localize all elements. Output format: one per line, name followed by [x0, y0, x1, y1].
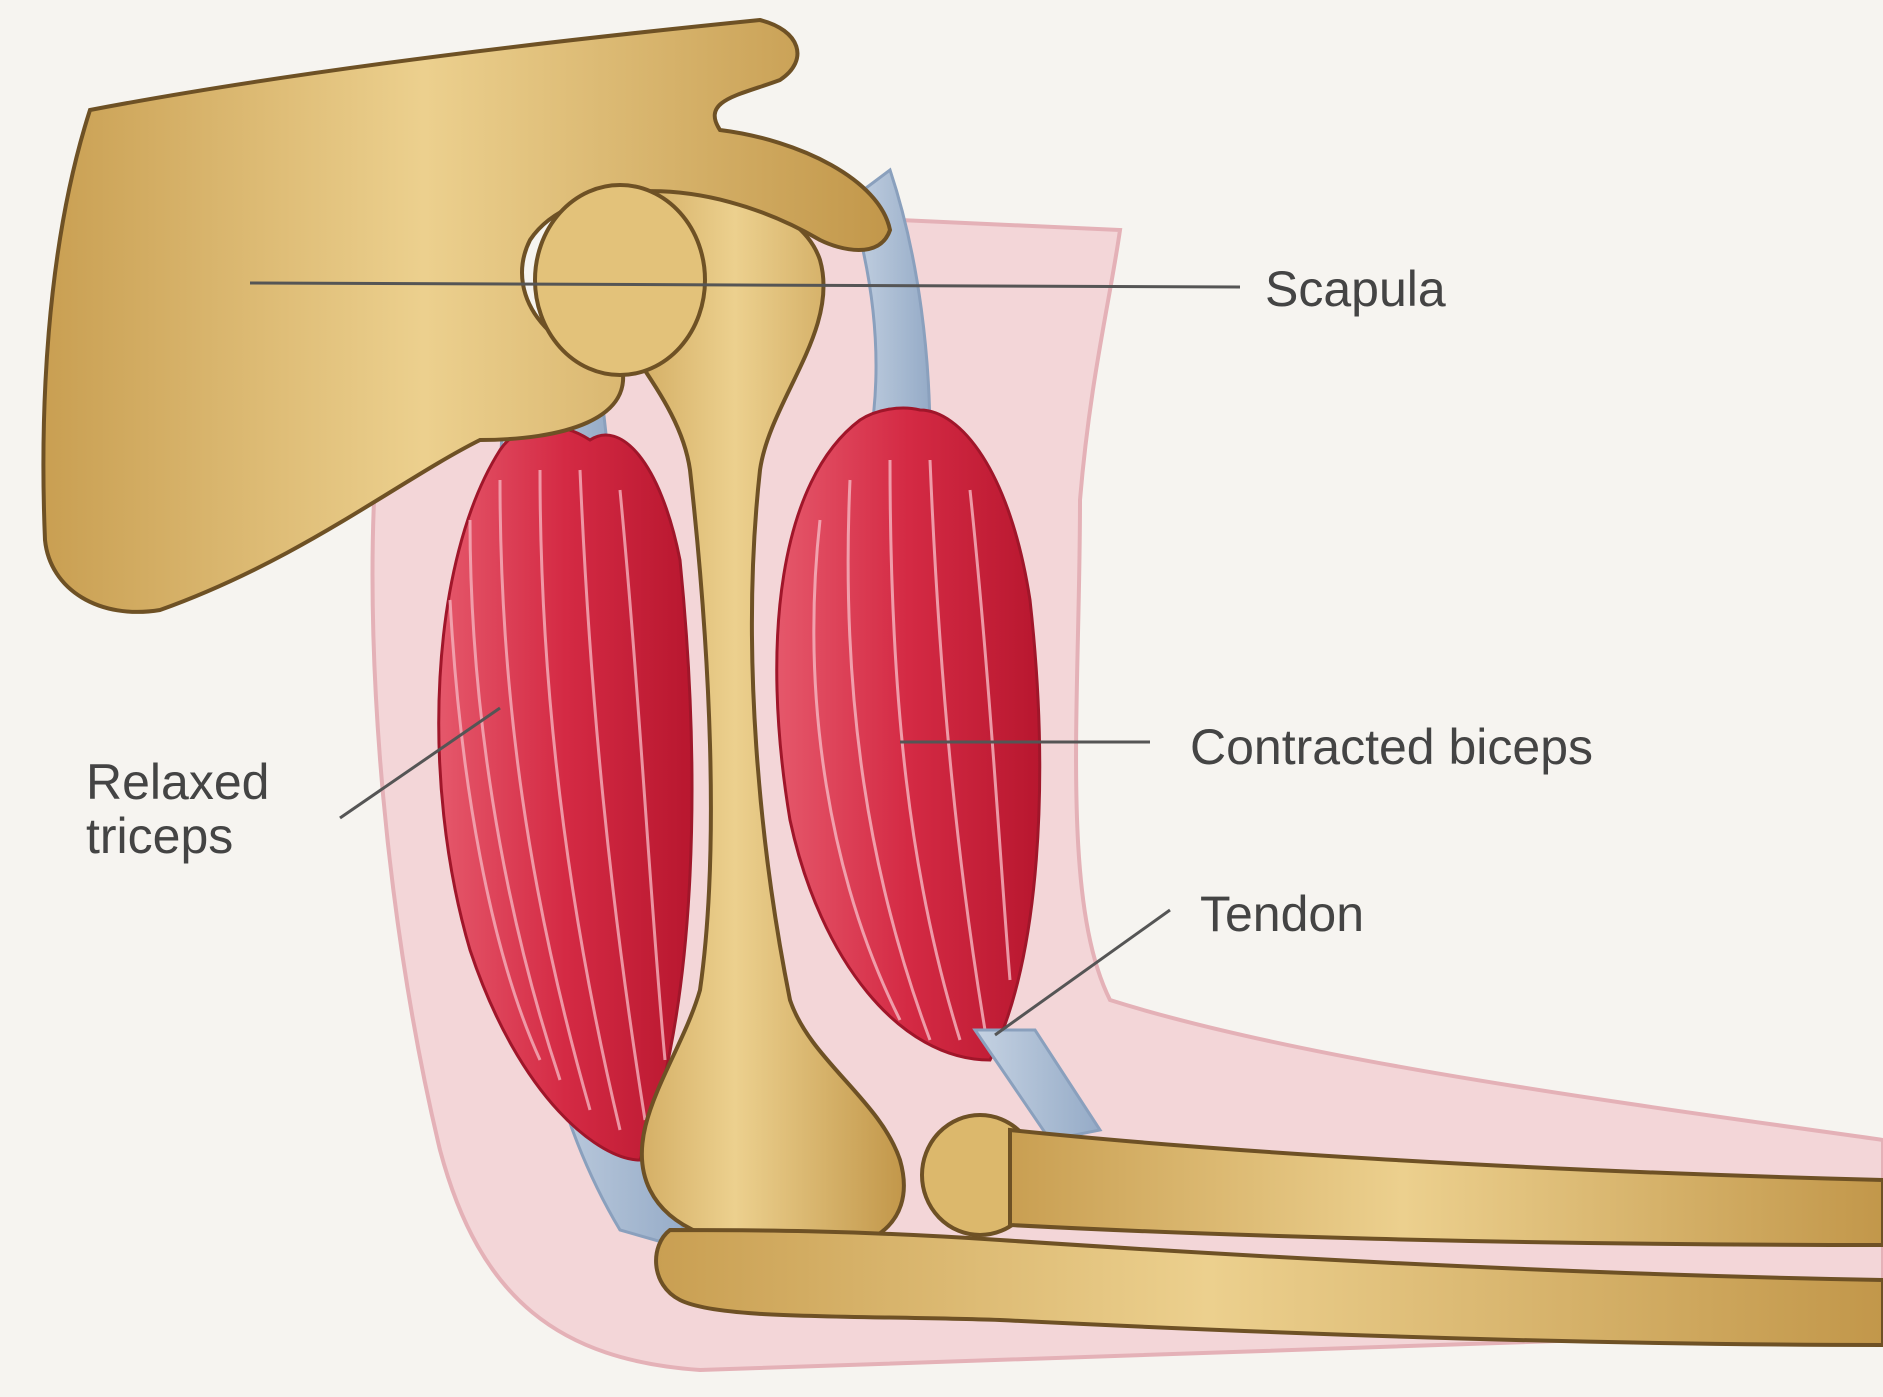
scapula-label: Scapula: [1265, 262, 1446, 316]
contracted-biceps-label: Contracted biceps: [1190, 720, 1593, 774]
humerus-head: [535, 185, 705, 375]
relaxed-triceps-label-line2: triceps: [86, 809, 269, 863]
relaxed-triceps-label: Relaxed triceps: [86, 755, 269, 863]
relaxed-triceps-label-line1: Relaxed: [86, 755, 269, 809]
tendon-label: Tendon: [1200, 887, 1364, 941]
